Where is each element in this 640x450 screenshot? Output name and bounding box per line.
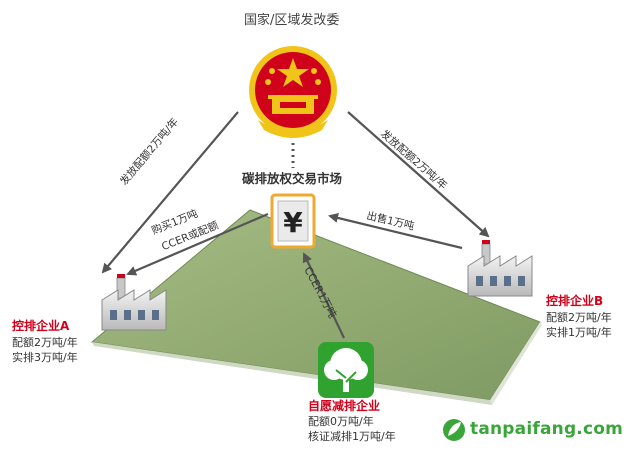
- voluntary-quota: 配额0万吨/年: [308, 415, 374, 428]
- authority-label: 国家/区域发改委: [244, 13, 340, 28]
- arrow-gov-to-enterprise-a: [101, 111, 239, 274]
- market-label: 碳排放权交易市场: [242, 171, 343, 186]
- factory-b-icon: [467, 240, 533, 297]
- arrow-market-to-enterprise-a: [126, 212, 269, 276]
- enterprise-b-name: 控排企业B: [546, 294, 604, 308]
- voluntary-name: 自愿减排企业: [308, 399, 381, 413]
- brand-logo-icon: [443, 419, 465, 441]
- arrow-voluntary-to-market: [302, 252, 345, 339]
- brand-text: tanpaifang.com: [470, 419, 624, 439]
- voluntary-reduction: 核证减排1万吨/年: [308, 430, 396, 443]
- enterprise-a-name: 控排企业A: [12, 319, 70, 333]
- arrow-gov-to-enterprise-b: [347, 111, 490, 238]
- platform: [90, 209, 542, 405]
- enterprise-a-quota: 配额2万吨/年: [12, 336, 78, 349]
- arrow-enterprise-b-to-market: [328, 213, 463, 250]
- national-emblem-icon: [249, 46, 337, 138]
- tree-icon: [318, 342, 374, 398]
- enterprise-a-emission: 实排3万吨/年: [12, 351, 78, 364]
- enterprise-b-quota: 配额2万吨/年: [546, 311, 612, 324]
- market-yuan-icon: ¥: [270, 193, 316, 249]
- factory-a-icon: [101, 274, 167, 331]
- enterprise-b-emission: 实排1万吨/年: [546, 326, 612, 339]
- market-symbol: ¥: [283, 206, 303, 239]
